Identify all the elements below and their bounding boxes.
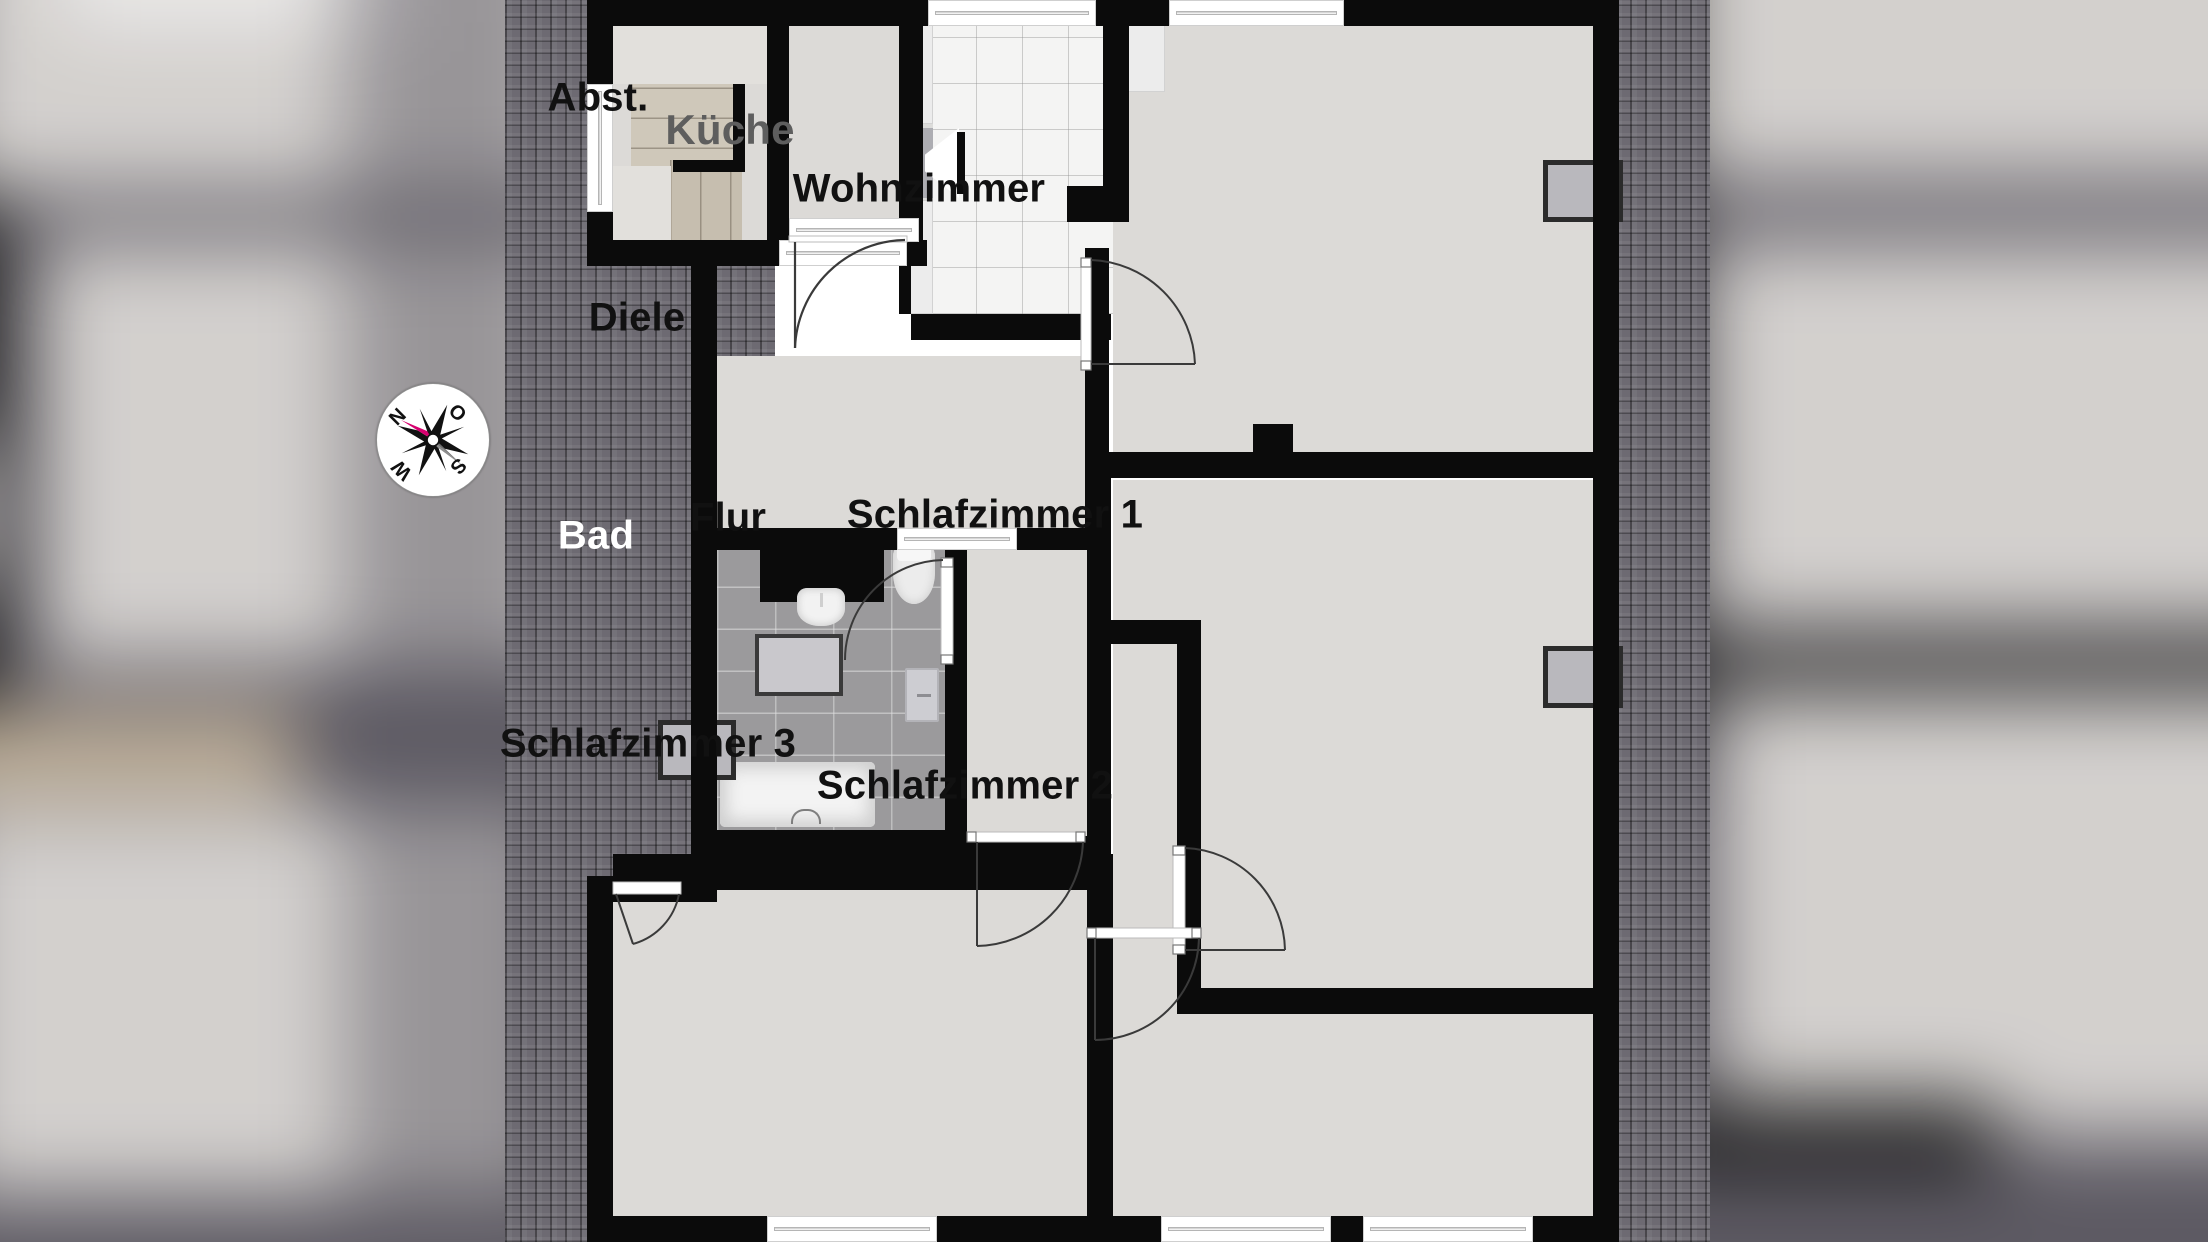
room-label-flur: Flur	[689, 495, 767, 540]
room-label-schlafzimmer3: Schlafzimmer 3	[499, 721, 797, 766]
wall-flur-right-upper	[1087, 478, 1111, 858]
floor-wohnzimmer	[1113, 14, 1593, 462]
wall-kueche-bottom	[911, 314, 1111, 340]
floor-plan-drawing: Abst. Küche Wohnzimmer Diele Bad Flur Sc…	[376, 0, 1710, 1242]
door-bad[interactable]	[844, 557, 1061, 678]
window-diele-bottom[interactable]	[897, 528, 1017, 550]
floor-abst	[786, 14, 901, 224]
wall-exterior-right	[1593, 0, 1619, 1242]
door-abst[interactable]	[788, 235, 909, 358]
wall-exterior-left-lower	[587, 876, 613, 1242]
door-diele-wohnzimmer[interactable]	[1080, 257, 1213, 388]
floor-diele	[717, 356, 1102, 536]
roof-tiles-right	[1615, 0, 1710, 1242]
stair-rail-horizontal	[673, 160, 745, 172]
wall-wohnzimmer-bottom-nib	[1253, 424, 1293, 458]
wall-schlafzimmer1-bottom	[1177, 988, 1619, 1014]
stair-rail-vertical	[733, 84, 745, 172]
staircase-lower-run	[670, 160, 742, 242]
window-wohnzimmer-top[interactable]	[1169, 0, 1344, 26]
door-schlafzimmer2[interactable]	[1086, 927, 1217, 1058]
window-schlafzimmer2-bottom-2[interactable]	[1363, 1216, 1533, 1242]
washbasin	[797, 588, 845, 626]
radiator-bad	[755, 634, 843, 696]
wall-kueche-notch	[1067, 186, 1129, 222]
door-schlafzimmer3-wardrobe[interactable]	[612, 881, 703, 962]
wall-schlafzimmer3-top	[613, 854, 1113, 890]
floor-schlafzimmer3	[613, 888, 1103, 1228]
window-kueche-top[interactable]	[928, 0, 1096, 26]
wall-stairhall-right	[767, 14, 789, 242]
window-treppenhaus-left[interactable]	[587, 84, 613, 212]
plan-page: Abst. Küche Wohnzimmer Diele Bad Flur Sc…	[376, 0, 1710, 1242]
wall-diele-left	[695, 248, 717, 548]
wall-schlafzimmer3-right	[1087, 854, 1113, 1242]
door-schlafzimmer3[interactable]	[966, 831, 1097, 962]
room-label-schlafzimmer2: Schlafzimmer 2	[816, 763, 1114, 808]
wall-kueche-right	[1103, 14, 1129, 186]
compass-rose: N O S W	[376, 383, 490, 497]
bad-cabinet	[905, 668, 939, 722]
room-label-wohnzimmer: Wohnzimmer	[792, 166, 1046, 211]
window-schlafzimmer3-bottom[interactable]	[767, 1216, 937, 1242]
compass-star-icon	[397, 404, 469, 476]
bathtub	[720, 762, 875, 827]
room-label-bad: Bad	[557, 513, 635, 558]
room-label-abst: Abst.	[547, 75, 649, 120]
door-schlafzimmer1[interactable]	[1172, 845, 1303, 976]
floor-schlafzimmer2	[1113, 990, 1593, 1228]
window-schlafzimmer2-bottom[interactable]	[1161, 1216, 1331, 1242]
wall-bad-bottom	[695, 830, 967, 854]
room-label-schlafzimmer1: Schlafzimmer 1	[846, 492, 1144, 537]
stair-landing-lower	[613, 166, 671, 242]
wall-wohnzimmer-bottom	[1085, 452, 1619, 478]
room-label-kueche: Küche	[665, 106, 795, 153]
room-label-diele: Diele	[588, 295, 686, 340]
kueche-door-jamb	[957, 132, 965, 194]
toilet	[893, 542, 935, 604]
